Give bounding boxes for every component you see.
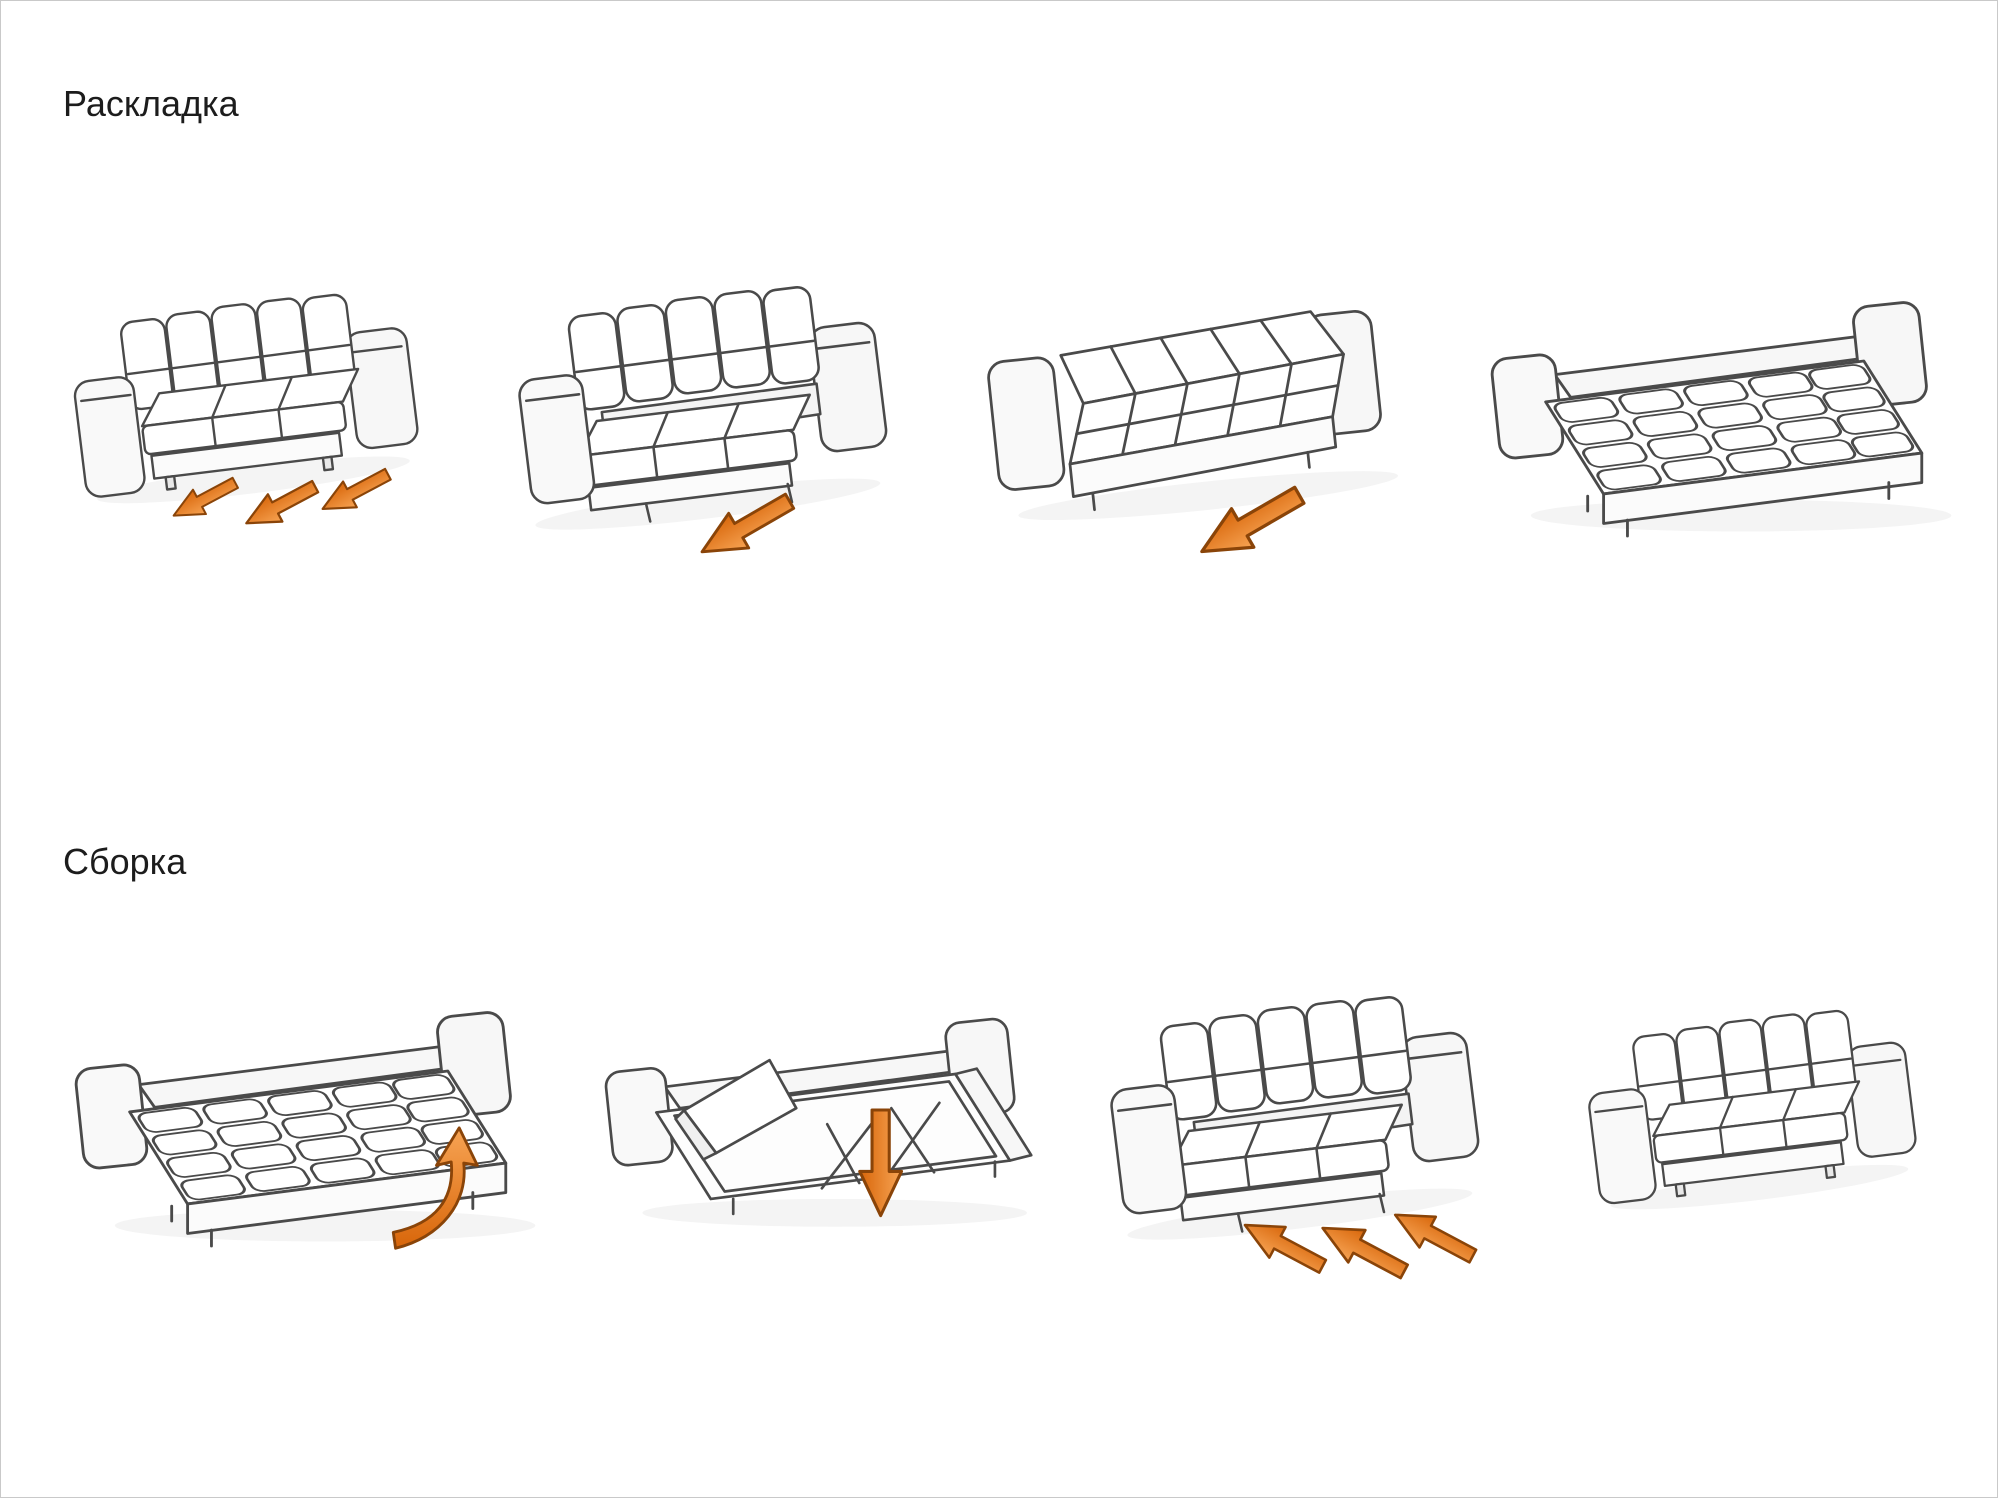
bed-lift-mattress-edge-icon — [73, 1009, 537, 1250]
unfold-step-4 — [1457, 229, 1957, 593]
sofa-closed-icon — [65, 283, 424, 539]
bed-fold-mechanism-icon — [603, 1016, 1033, 1229]
fold-step-4 — [1557, 976, 1957, 1267]
unfold-step-1 — [41, 258, 461, 564]
sofa-push-base-in-icon — [1100, 984, 1488, 1285]
lift-arrow-icon — [391, 1126, 479, 1250]
fold-step-3 — [1075, 958, 1525, 1285]
sofa-closed-icon — [1579, 999, 1922, 1220]
fold-step-2 — [573, 950, 1043, 1292]
sofa-seat-pulled-icon — [508, 274, 896, 571]
sofa-bed-unfolded-icon — [1489, 299, 1953, 538]
section-title-unfold: Раскладка — [63, 83, 239, 124]
fold-step-1 — [41, 939, 541, 1303]
section-title-fold: Сборка — [63, 841, 187, 882]
unfold-steps-row — [41, 201, 1957, 621]
fold-steps-row — [41, 921, 1957, 1321]
unfold-step-2 — [483, 248, 933, 575]
sofa-backrest-lowered-icon — [983, 302, 1401, 572]
unfold-step-3 — [955, 237, 1435, 586]
